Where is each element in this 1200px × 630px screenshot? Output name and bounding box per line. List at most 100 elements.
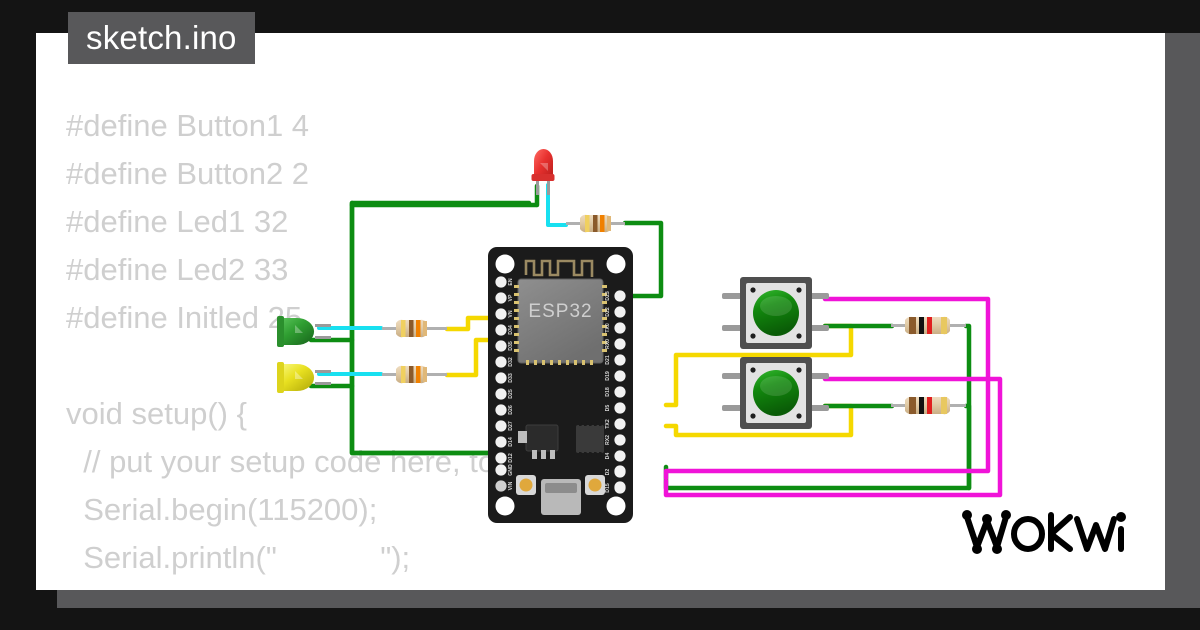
resistor-green-led[interactable]	[382, 319, 447, 338]
led-green[interactable]	[277, 316, 331, 347]
led-yellow-leg-cathode	[315, 382, 331, 385]
svg-text:D5: D5	[605, 405, 611, 412]
led-red[interactable]	[531, 149, 555, 195]
mount-hole-tr	[606, 254, 626, 274]
pin-EN	[495, 276, 507, 288]
svg-text:D33: D33	[508, 373, 514, 383]
wire-group	[308, 183, 1003, 498]
pb1-pin-tl	[722, 293, 742, 299]
svg-text:VP: VP	[508, 294, 514, 301]
led-yellow-leg-anode	[315, 370, 331, 373]
pin-D35	[495, 340, 507, 352]
resistor-red-led[interactable]	[566, 214, 625, 233]
pb2-pin-tr	[809, 373, 829, 379]
wokwi-logo-nodes	[962, 510, 1126, 554]
wire-magenta-3v3-button1	[663, 296, 991, 481]
header-right-labels: D23 D22 TX0 RX0 D21 D19 D18 D5 TX2 RX2 D…	[605, 291, 611, 493]
pin-D21	[614, 354, 626, 366]
wire-green-gnd-down	[349, 337, 494, 456]
wire-magenta-3v3-button2	[663, 376, 1003, 498]
pin-D19	[614, 370, 626, 382]
circuit-diagram: ESP32	[36, 33, 1165, 590]
svg-text:D14: D14	[508, 437, 514, 447]
led-yellow[interactable]	[277, 362, 331, 393]
svg-text:D35: D35	[508, 341, 514, 351]
wokwi-logo	[957, 503, 1127, 568]
pb1-pin-tr	[809, 293, 829, 299]
pb2-pin-tl	[722, 373, 742, 379]
resistor-button1-pullup[interactable]	[891, 316, 966, 335]
led-green-body	[277, 318, 315, 345]
mount-hole-bl	[495, 496, 515, 516]
pb1-cap	[753, 290, 799, 336]
header-left	[495, 276, 507, 492]
pin-D23	[614, 290, 626, 302]
pushbutton-1[interactable]	[722, 277, 829, 349]
pin-D12	[495, 452, 507, 464]
svg-text:EN: EN	[508, 278, 514, 285]
wire-green-button2-res-right	[963, 403, 972, 491]
module-pads	[514, 285, 607, 365]
header-left-labels: EN VP VN D34 D35 D32 D33 D25 D26 D27 D14…	[508, 278, 514, 490]
svg-text:GND: GND	[508, 464, 514, 476]
board-button-enable[interactable]	[585, 475, 605, 495]
board-bottom-right-pins	[614, 465, 626, 493]
pin-TX0	[614, 322, 626, 334]
pb2-cap	[753, 370, 799, 416]
pin-VN	[495, 308, 507, 320]
svg-text:VIN: VIN	[508, 481, 514, 490]
resistor-yellow-led[interactable]	[382, 365, 447, 384]
pin-D33	[495, 372, 507, 384]
led-green-leg-anode	[315, 324, 331, 327]
pin-D14	[495, 436, 507, 448]
file-tab-label: sketch.ino	[86, 19, 237, 56]
svg-text:D21: D21	[605, 355, 611, 365]
pb1-pin-br	[809, 325, 829, 331]
pin-RX0	[614, 338, 626, 350]
pin-GND-left	[495, 464, 507, 476]
pin-D4	[614, 450, 626, 462]
pin-GND-right-real	[614, 465, 626, 477]
svg-text:VN: VN	[508, 310, 514, 317]
pin-TX2	[614, 418, 626, 430]
led-yellow-body	[277, 364, 315, 391]
pin-D34	[495, 324, 507, 336]
usb-uart-chip	[576, 425, 604, 453]
pin-D22	[614, 306, 626, 318]
board-chip-label: ESP32	[528, 301, 592, 322]
mount-hole-br	[606, 496, 626, 516]
pushbutton-2[interactable]	[722, 357, 829, 429]
svg-text:D32: D32	[508, 357, 514, 367]
pb1-pin-bl	[722, 325, 742, 331]
svg-text:D18: D18	[605, 387, 611, 397]
svg-text:D15: D15	[605, 483, 611, 493]
pin-3V3-real	[614, 481, 626, 493]
svg-text:D4: D4	[605, 453, 611, 460]
svg-text:TX2: TX2	[605, 419, 611, 429]
pin-VP	[495, 292, 507, 304]
pb2-pin-bl	[722, 405, 742, 411]
pin-D18	[614, 386, 626, 398]
svg-text:D12: D12	[508, 453, 514, 463]
led-green-leg-cathode	[315, 336, 331, 339]
svg-text:TX0: TX0	[605, 323, 611, 333]
svg-text:D34: D34	[508, 325, 514, 335]
svg-text:D26: D26	[508, 405, 514, 415]
pin-D26	[495, 404, 507, 416]
pin-VIN	[495, 480, 507, 492]
pb2-pin-br	[809, 405, 829, 411]
resistor-button2-pullup[interactable]	[891, 396, 966, 415]
pcb-antenna	[524, 259, 594, 277]
file-tab-sketch-ino[interactable]: sketch.ino	[68, 12, 255, 64]
led-red-leg-cathode	[547, 179, 550, 195]
wire-green-d23	[622, 220, 664, 299]
wire-cyan-redled	[546, 183, 568, 227]
svg-text:D2: D2	[605, 469, 611, 476]
svg-text:RX0: RX0	[605, 339, 611, 349]
svg-text:D23: D23	[605, 291, 611, 301]
esp32-board[interactable]: ESP32	[488, 247, 633, 523]
svg-text:D27: D27	[508, 421, 514, 431]
pin-D27	[495, 420, 507, 432]
board-button-boot[interactable]	[516, 475, 536, 495]
